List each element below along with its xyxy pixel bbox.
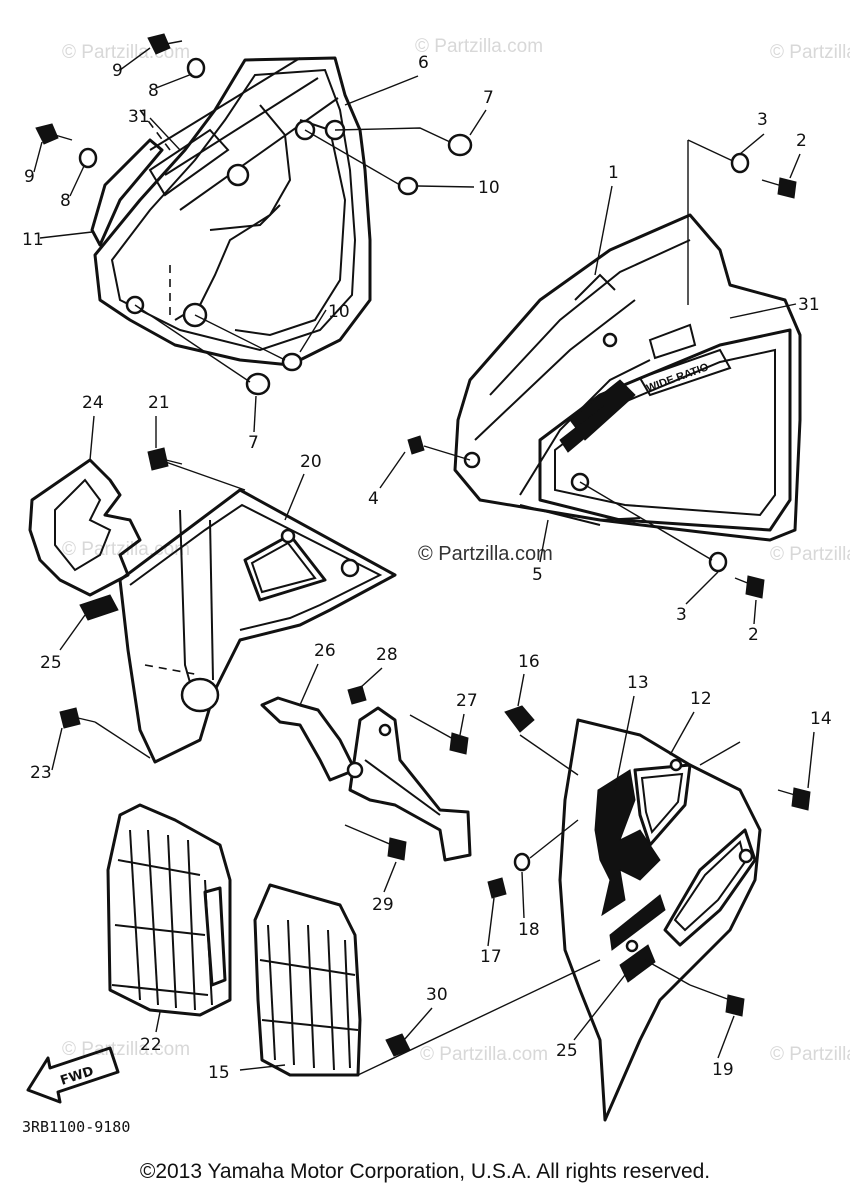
callout-24: 24 [82,393,104,413]
callout-10: 10 [328,302,350,322]
radiator-shroud-right [558,718,762,1122]
callout-8: 8 [148,81,159,101]
callout-13: 13 [627,673,649,693]
callout-9: 9 [24,167,35,187]
watermark-center: © Partzilla.com [418,543,553,565]
callout-20: 20 [300,452,322,472]
callout-31: 31 [128,107,150,127]
right-side-cover: WIDE RATIO [453,139,802,542]
radiator-shroud-right-hardware [487,705,811,1017]
radiator-shroud-left [28,458,397,764]
radiator-shroud-left-hardware [59,447,183,759]
callout-2: 2 [748,625,759,645]
callout-30: 30 [426,985,448,1005]
watermark: © Partzilla.com [770,544,850,565]
callout-25: 25 [556,1041,578,1061]
callout-11: 11 [22,230,44,250]
callout-18: 18 [518,920,540,940]
radiator-guard-15 [253,883,601,1077]
callout-31: 31 [798,295,820,315]
callout-4: 4 [368,489,379,509]
callout-25: 25 [40,653,62,673]
callout-7: 7 [483,88,494,108]
callout-7: 7 [248,433,259,453]
callout-6: 6 [418,53,429,73]
watermark: © Partzilla.com [415,36,543,57]
callout-29: 29 [372,895,394,915]
callout-28: 28 [376,645,398,665]
diagram-code: 3RB1100-9180 [22,1118,130,1136]
callout-26: 26 [314,641,336,661]
callout-14: 14 [810,709,832,729]
callout-27: 27 [456,691,478,711]
callout-2: 2 [796,131,807,151]
callout-5: 5 [532,565,543,585]
right-cover-hardware [407,152,797,599]
callout-17: 17 [480,947,502,967]
callout-15: 15 [208,1063,230,1083]
left-cover-hardware [35,33,473,396]
watermark: © Partzilla.com [770,1044,850,1065]
callout-23: 23 [30,763,52,783]
callout-22: 22 [140,1035,162,1055]
callout-12: 12 [690,689,712,709]
callout-leaders [33,47,815,1071]
callout-3: 3 [757,110,768,130]
callout-1: 1 [608,163,619,183]
callout-21: 21 [148,393,170,413]
copyright-notice: ©2013 Yamaha Motor Corporation, U.S.A. A… [139,1160,711,1183]
callout-8: 8 [60,191,71,211]
callout-9: 9 [112,61,123,81]
callout-10: 10 [478,178,500,198]
callout-16: 16 [518,652,540,672]
watermark: © Partzilla.com [62,42,190,63]
mounting-bracket [260,685,472,862]
watermarks: © Partzilla.com © Partzilla.com © Partzi… [62,36,850,1065]
watermark: © Partzilla.com [770,42,850,63]
callouts: 1 2 2 3 3 4 5 6 7 7 8 8 9 9 10 10 11 12 … [22,53,832,1083]
callout-19: 19 [712,1060,734,1080]
radiator-guard-22 [106,803,232,1017]
callout-3: 3 [676,605,687,625]
watermark: © Partzilla.com [420,1044,548,1065]
